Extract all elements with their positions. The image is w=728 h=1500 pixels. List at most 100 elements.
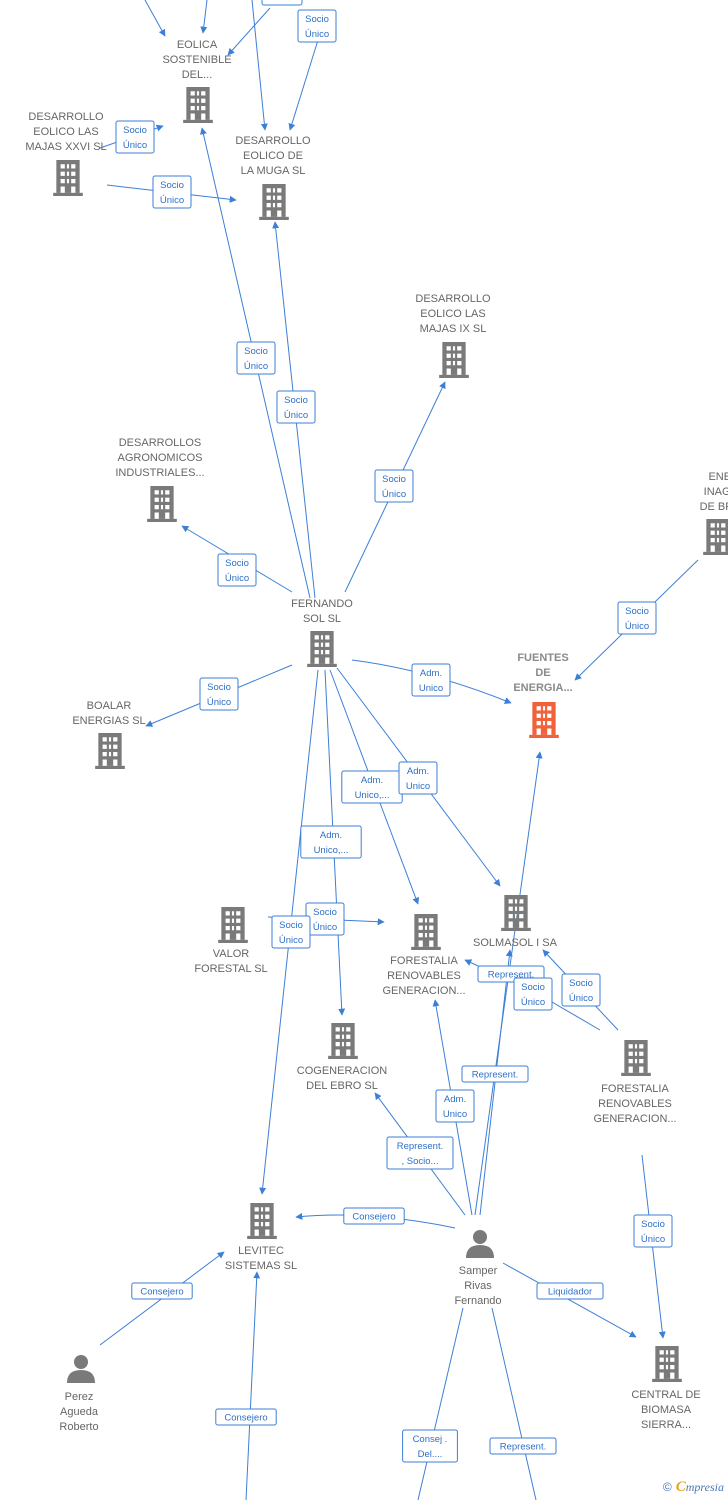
- edge-label-e20[interactable]: Adm.Unico: [435, 1089, 475, 1123]
- edge-label-text: Socio: [279, 920, 303, 931]
- edge-label-e13[interactable]: Adm.Unico,...: [300, 825, 362, 859]
- building-icon: [529, 702, 559, 738]
- edge-label-e26[interactable]: Consejero: [215, 1408, 277, 1426]
- edge-label-box: [217, 553, 257, 587]
- node-label-line: DESARROLLO: [28, 111, 104, 123]
- node-label-line: INDUSTRIALES...: [115, 467, 204, 479]
- edge-label-text: Represent.: [397, 1141, 443, 1152]
- node-energias-inagotables[interactable]: ENERGINAGOTADE BREND: [700, 471, 728, 555]
- edge-label-text: Unico: [406, 781, 430, 792]
- edge-label-text: Unico,...: [314, 845, 349, 856]
- edge-label-e25[interactable]: Consejero: [131, 1282, 193, 1300]
- edge-label-text: Único: [123, 140, 147, 151]
- edge-label-box: [536, 1282, 604, 1300]
- edge-label-text: Unico: [443, 1109, 467, 1120]
- edge-label-cropped[interactable]: [261, 0, 303, 6]
- node-label-line: MAJAS XXVI SL: [25, 141, 106, 153]
- edge-label-text: Socio: [123, 125, 147, 136]
- edge-label-text: Único: [569, 993, 593, 1004]
- edge-label-box: [617, 601, 657, 635]
- node-desarrollo-eolico-majas-xxvi[interactable]: DESARROLLO EOLICO LAS MAJAS XXVI SL: [25, 111, 107, 196]
- node-label-line: FORESTALIA: [390, 955, 458, 967]
- edge-label-text: Socio: [641, 1219, 665, 1230]
- node-label-line: DESARROLLO: [235, 135, 311, 147]
- node-label: SOLMASOL I SA: [473, 937, 558, 949]
- edge-label-e11[interactable]: Adm.Unico,...: [341, 770, 403, 804]
- edge-label-box: [561, 973, 601, 1007]
- building-icon: [328, 1023, 358, 1059]
- edge-label-text: Único: [160, 195, 184, 206]
- node-label-line: DE: [535, 667, 550, 679]
- node-solmasol[interactable]: SOLMASOL I SA: [473, 895, 558, 949]
- building-icon: [95, 733, 125, 769]
- edge-label-box: [461, 1065, 529, 1083]
- edge-label-text: Consejero: [352, 1212, 395, 1223]
- node-label-line: EOLICO LAS: [420, 308, 485, 320]
- edge-label-text: Único: [207, 697, 231, 708]
- edge-label-text: Socio: [521, 982, 545, 993]
- edge-label-text: Represent.: [472, 1070, 518, 1081]
- edge-label-box: [633, 1214, 673, 1248]
- building-icon: [247, 1203, 277, 1239]
- edge-label-e28[interactable]: Represent.: [489, 1437, 557, 1455]
- empresia-logo-text: mpresia: [685, 1480, 724, 1494]
- edge-label-e21[interactable]: Represent., Socio...: [386, 1136, 454, 1170]
- node-label-line: FORESTAL SL: [194, 963, 267, 975]
- building-icon: [501, 895, 531, 931]
- edge-label-box: [402, 1429, 458, 1463]
- building-icon: [53, 160, 83, 196]
- node-label: ENERGINAGOTADE BREND: [700, 471, 728, 513]
- building-icon: [439, 342, 469, 378]
- node-label-line: ENERGIAS SL: [72, 715, 145, 727]
- building-icon: [307, 631, 337, 667]
- node-label-line: INAGOTA: [704, 486, 728, 498]
- edge-label-text: Único: [284, 410, 308, 421]
- edge-label-e9[interactable]: Adm.Unico: [411, 663, 451, 697]
- edge-label-e24[interactable]: Liquidador: [536, 1282, 604, 1300]
- node-label-line: EOLICO LAS: [33, 126, 98, 138]
- node-label-line: Perez: [65, 1391, 94, 1403]
- edge-label-e27[interactable]: Consej .Del....: [402, 1429, 458, 1463]
- node-label-line: DESARROLLO: [415, 293, 491, 305]
- node-label-line: Samper: [459, 1265, 498, 1277]
- edge-label-text: Consejero: [140, 1287, 183, 1298]
- node-label-line: SIERRA...: [641, 1419, 691, 1431]
- edge-label-text: Socio: [569, 978, 593, 989]
- edge-label-e19[interactable]: Represent.: [461, 1065, 529, 1083]
- edge-label-box: [489, 1437, 557, 1455]
- edge-label-e22[interactable]: Consejero: [343, 1207, 405, 1225]
- edge-label-e12[interactable]: Adm.Unico: [398, 761, 438, 795]
- node-label-line: FERNANDO: [291, 598, 353, 610]
- node-label-line: ENERGIA...: [513, 682, 572, 694]
